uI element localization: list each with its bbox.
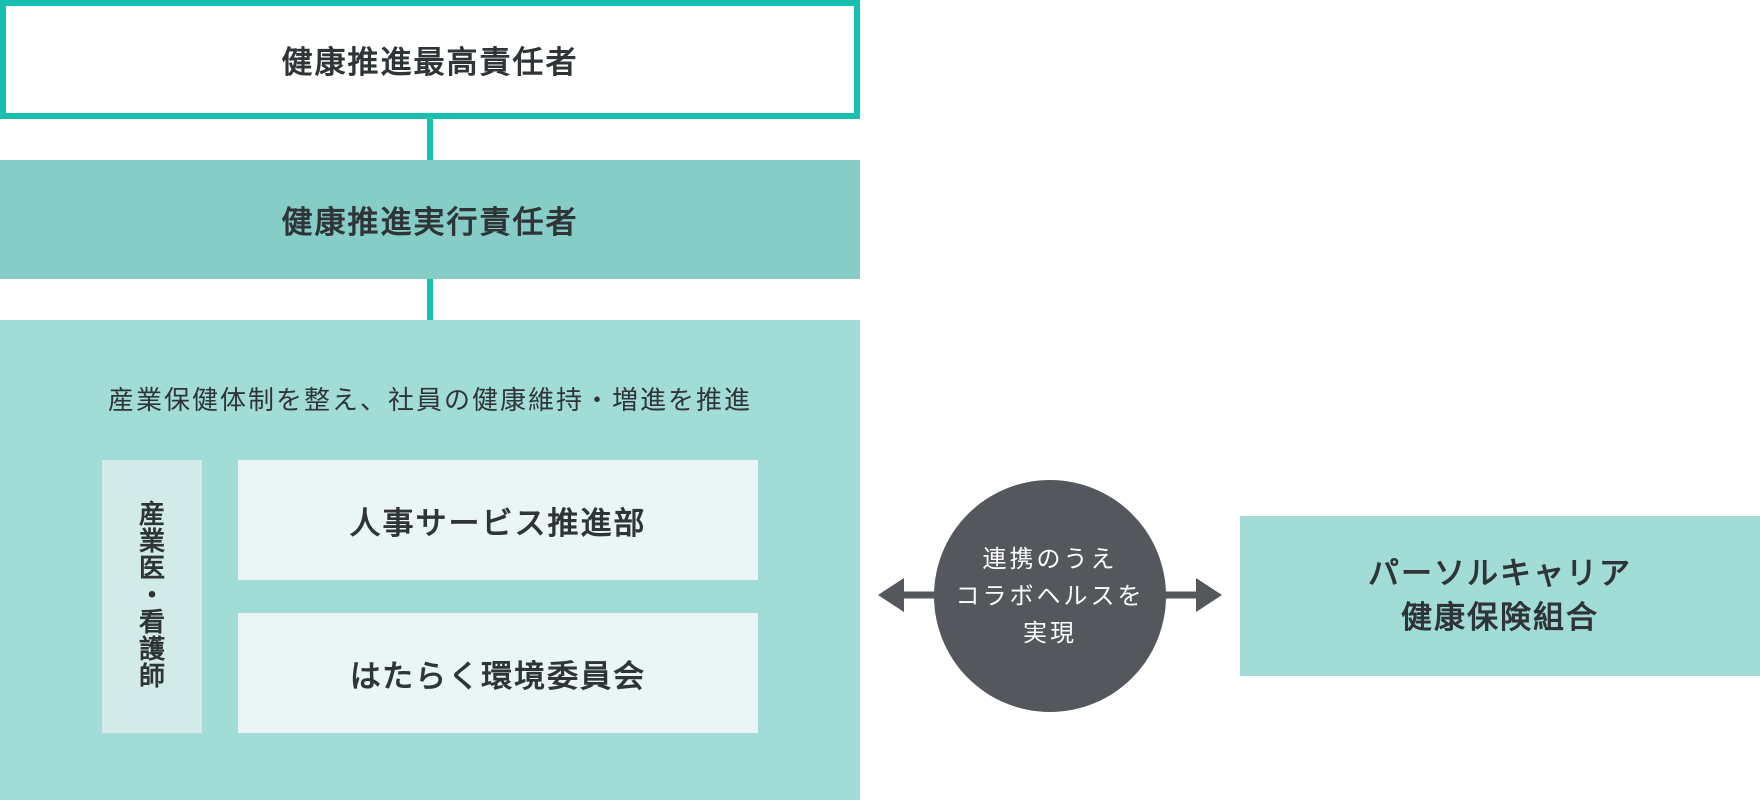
health-insurance-union-box: パーソルキャリア 健康保険組合: [1240, 516, 1760, 676]
top-executive-box: 健康推進最高責任者: [0, 0, 860, 119]
arrow-head-right: [1196, 578, 1222, 612]
collaboration-circle: 連携のうえ コラボヘルスを 実現: [934, 480, 1166, 712]
side-label-char: 業: [138, 527, 165, 557]
collab-line: コラボヘルスを: [955, 581, 1145, 610]
department-area: 産業保健体制を整え、社員の健康維持・増進を推進 産 業 医 ・ 看 護 師 人事…: [0, 320, 860, 800]
arrow-head-left: [878, 578, 904, 612]
top-executive-label: 健康推進最高責任者: [281, 45, 579, 81]
collab-line: 実現: [1023, 618, 1077, 647]
hr-service-dept-label: 人事サービス推進部: [349, 505, 647, 542]
execution-officer-box: 健康推進実行責任者: [0, 160, 860, 279]
occupational-health-staff-box: 産 業 医 ・ 看 護 師: [102, 460, 202, 733]
side-label-char: 看: [138, 608, 165, 638]
work-environment-committee-label: はたらく環境委員会: [349, 658, 647, 695]
hr-service-dept-box: 人事サービス推進部: [238, 460, 758, 580]
side-label-char: 医: [138, 554, 165, 584]
side-label-char: 産: [138, 500, 165, 530]
side-label-char: 護: [138, 635, 165, 665]
collab-line: 連携のうえ: [982, 544, 1118, 573]
side-label-char: 師: [138, 662, 165, 692]
execution-officer-label: 健康推進実行責任者: [281, 205, 579, 241]
side-label-char: ・: [138, 581, 165, 611]
department-heading: 産業保健体制を整え、社員の健康維持・増進を推進: [107, 386, 752, 416]
union-line: 健康保険組合: [1401, 600, 1599, 636]
work-environment-committee-box: はたらく環境委員会: [238, 613, 758, 733]
connector-line-top: [427, 119, 433, 160]
connector-line-middle: [427, 279, 433, 320]
union-line: パーソルキャリア: [1368, 556, 1632, 592]
